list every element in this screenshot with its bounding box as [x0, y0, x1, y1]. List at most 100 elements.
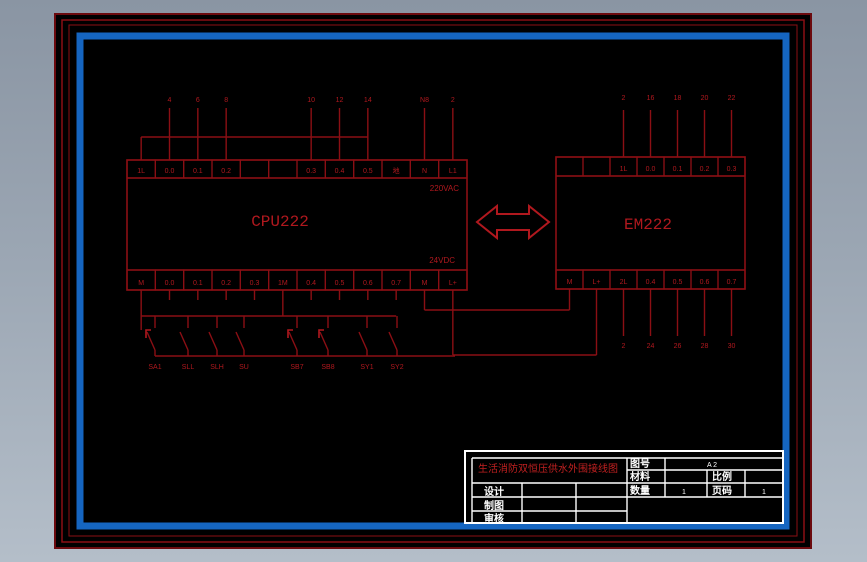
em-bottom-terminal-label: L+	[593, 279, 601, 286]
em-bottom-wire-number: 2	[622, 343, 626, 350]
switch-0	[145, 316, 156, 356]
switch-label: SB8	[321, 364, 334, 371]
em-bottom-wire-number: 28	[701, 343, 709, 350]
draw-label: 制图	[484, 499, 504, 512]
cpu-bottom-terminal-cell	[438, 269, 468, 291]
cpu-wire-number: 4	[168, 97, 172, 104]
review-label: 审核	[484, 512, 504, 525]
cpu-top-terminal-label: 0.1	[193, 168, 203, 175]
switch-label: SLL	[182, 364, 195, 371]
page-label: 页码	[712, 485, 732, 497]
switch-label: SLH	[210, 364, 224, 371]
cpu-wire-number: 2	[451, 97, 455, 104]
cpu-top-terminal-label: 0.0	[165, 168, 175, 175]
cpu-bottom-terminal-label: 1M	[278, 280, 288, 287]
cpu-wire-number: N8	[420, 97, 429, 104]
em-bottom-terminal-label: M	[567, 279, 573, 286]
switch-2	[208, 316, 218, 356]
cpu-bottom-terminal-label: L+	[449, 280, 457, 287]
cpu-top-terminal-label: 0.3	[306, 168, 316, 175]
em-bottom-terminal-label: 0.6	[700, 279, 710, 286]
cpu-top-terminal-label: 0.2	[221, 168, 231, 175]
em-name: EM222	[624, 216, 672, 234]
em-top-terminal-label: 0.2	[700, 166, 710, 173]
switch-label: SU	[239, 364, 249, 371]
quantity-value: 1	[682, 489, 686, 496]
cpu-bottom-terminal-label: 0.7	[391, 280, 401, 287]
em-wire-number: 22	[728, 95, 736, 102]
em-wire-number: 16	[647, 95, 655, 102]
cpu-bottom-terminal-label: 0.1	[193, 280, 203, 287]
em-bottom-wire-number: 26	[674, 343, 682, 350]
cpu-wire-number: 10	[307, 97, 315, 104]
drawing-title: 生活消防双恒压供水外围接线图	[478, 462, 618, 475]
em-top-terminal-label: 0.3	[727, 166, 737, 173]
switch-6	[358, 316, 368, 356]
wiring	[140, 108, 733, 357]
em-bottom-terminal-label: 2L	[620, 279, 628, 286]
switch-label: SY1	[360, 364, 373, 371]
em-bottom-wire-number: 30	[728, 343, 736, 350]
inner-frame	[76, 32, 790, 530]
switch-4	[287, 316, 298, 356]
cpu-top-terminal-cell	[438, 159, 468, 179]
em-wire-number: 2	[622, 95, 626, 102]
cpu-bottom-terminal-label: 0.3	[250, 280, 260, 287]
switch-5	[318, 316, 329, 356]
cpu-name: CPU222	[251, 213, 309, 231]
em-top-terminal-label: 0.1	[673, 166, 683, 173]
switch-symbols: SA1 SLL SLH SU SB7 SB8 SY1 SY2	[145, 316, 404, 371]
em-bottom-wire-number: 24	[647, 343, 655, 350]
cpu-wire-number: 12	[336, 97, 344, 104]
switch-label: SA1	[148, 364, 161, 371]
cpu-top-terminal-label: 0.4	[335, 168, 345, 175]
cpu-wire-number: 8	[224, 97, 228, 104]
material-label: 材料	[630, 470, 650, 483]
design-label: 设计	[484, 485, 504, 498]
cpu-top-terminal-label: L1	[449, 168, 457, 175]
cpu-bottom-terminal-row: M 0.0 0.1 0.2 0.3 1M 0.4 0.5 0.6 0.7 M L+	[126, 269, 468, 291]
cpu-top-terminal-label: 1L	[137, 168, 145, 175]
title-block: 生活消防双恒压供水外围接线图 图号 A 2 材料 比例 数量 1 页码 1 设计…	[464, 450, 784, 525]
cpu-top-terminal-label: N	[422, 168, 427, 175]
drawing-no-label: 图号	[630, 458, 650, 470]
cpu-dc-label: 24VDC	[429, 256, 455, 265]
cpu-bottom-terminal-label: M	[138, 280, 144, 287]
cpu-bottom-terminal-label: 0.0	[165, 280, 175, 287]
cpu-bottom-terminal-label: M	[422, 280, 428, 287]
em-top-terminal-row: 1L 0.0 0.1 0.2 0.3	[555, 156, 746, 177]
middle-frame	[68, 24, 798, 537]
switch-label: SY2	[390, 364, 403, 371]
switch-3	[235, 316, 245, 356]
drawing-no-value: A 2	[707, 462, 717, 469]
cpu-bottom-terminal-label: 0.4	[306, 280, 316, 287]
em222-module: 1L 0.0 0.1 0.2 0.3 M L+ 2L 0.4 0.5 0.6 0.7 EM222	[555, 156, 746, 290]
em-bottom-terminal-label: 0.5	[673, 279, 683, 286]
communication-arrow-icon	[475, 203, 551, 241]
cpu-bottom-terminal-label: 0.5	[335, 280, 345, 287]
em-bottom-terminal-label: 0.4	[646, 279, 656, 286]
cpu-bottom-terminal-label: 0.6	[363, 280, 373, 287]
em-top-terminal-label: 0.0	[646, 166, 656, 173]
page-value: 1	[762, 489, 766, 496]
switch-7	[388, 316, 398, 356]
outer-frame	[61, 19, 805, 543]
switch-label: SB7	[290, 364, 303, 371]
switch-1	[179, 316, 189, 356]
scale-label: 比例	[712, 470, 732, 483]
em-bottom-terminal-label: 0.7	[727, 279, 737, 286]
cpu222-module: 1L 0.0 0.1 0.2 0.3 0.4 0.5 地 N L1 M 0.0 0.1 0.2 0.3 1M…	[126, 159, 468, 291]
em-bottom-terminal-cell	[717, 269, 746, 290]
cpu-wire-number: 6	[196, 97, 200, 104]
cpu-wire-number: 14	[364, 97, 372, 104]
cpu-bottom-terminal-label: 0.2	[221, 280, 231, 287]
em-wire-number: 20	[701, 95, 709, 102]
em-top-terminal-label: 1L	[620, 166, 628, 173]
em-wire-number: 18	[674, 95, 682, 102]
cpu-top-terminal-label: 地	[393, 166, 400, 175]
em-bottom-terminal-row: M L+ 2L 0.4 0.5 0.6 0.7	[555, 269, 746, 290]
quantity-label: 数量	[630, 484, 650, 497]
